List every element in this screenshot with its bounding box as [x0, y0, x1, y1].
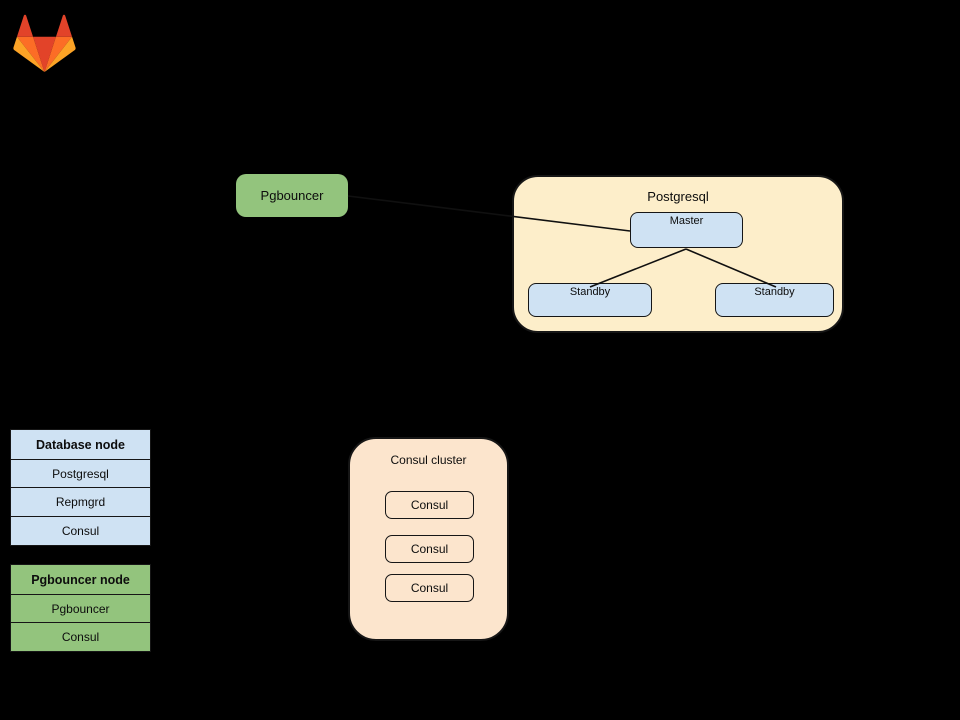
consul-node-2: Consul	[385, 535, 474, 563]
pgbouncer-node-label: Pgbouncer	[260, 188, 324, 203]
consul-node-1-label: Consul	[410, 498, 449, 512]
master-node-label: Master	[669, 215, 704, 227]
database-node-legend-header: Database node	[10, 429, 151, 460]
consul-node-1: Consul	[385, 491, 474, 519]
consul-cluster-group: Consul cluster	[348, 437, 509, 641]
legend-row-consul-green: Consul	[10, 622, 151, 652]
consul-node-2-label: Consul	[410, 542, 449, 556]
standby-node-right-label: Standby	[754, 286, 795, 298]
pgbouncer-node-legend-header: Pgbouncer node	[10, 564, 151, 595]
standby-node-left-label: Standby	[569, 286, 611, 298]
standby-node-right: Standby	[715, 283, 834, 317]
consul-cluster-title: Consul cluster	[390, 453, 467, 467]
legend-row-repmgrd: Repmgrd	[10, 487, 151, 517]
postgresql-group-title: Postgresql	[647, 189, 709, 204]
gitlab-logo-icon	[13, 14, 76, 72]
legend-row-consul: Consul	[10, 515, 151, 546]
pgbouncer-node: Pgbouncer	[236, 174, 348, 217]
database-node-legend-table: Database node Postgresql Repmgrd Consul	[10, 429, 151, 546]
consul-node-3-label: Consul	[410, 581, 449, 595]
legend-row-postgresql: Postgresql	[10, 458, 151, 489]
pgbouncer-node-legend-table: Pgbouncer node Pgbouncer Consul	[10, 564, 151, 652]
consul-node-3: Consul	[385, 574, 474, 602]
master-node: Master	[630, 212, 743, 248]
legend-row-pgbouncer: Pgbouncer	[10, 593, 151, 624]
standby-node-left: Standby	[528, 283, 652, 317]
